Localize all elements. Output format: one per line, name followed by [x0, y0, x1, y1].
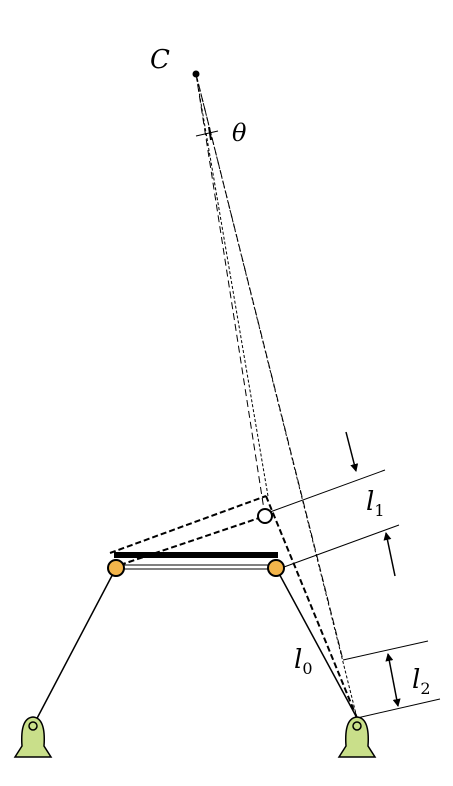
left-link [32, 567, 117, 727]
label-theta: θ [232, 119, 247, 147]
l2-arrow-up [385, 653, 394, 681]
ray-c-to-open-joint [195, 73, 266, 517]
label-l2: l2 [412, 665, 431, 698]
label-c: C [150, 45, 170, 75]
label-l0: l0 [294, 645, 313, 678]
right-link-l0 [275, 567, 358, 719]
l2-upper-extension [342, 640, 429, 661]
theta-tick [208, 126, 212, 141]
displaced-bottom-edge [119, 515, 266, 566]
l2-lower-extension [356, 698, 441, 719]
dimension-lines [195, 130, 441, 719]
displaced-right-link [265, 495, 358, 719]
label-l2-base: l [412, 665, 420, 695]
coupler-bar [114, 552, 278, 558]
label-l1-sub: 1 [374, 501, 384, 520]
open-joint [257, 508, 273, 524]
label-l0-base: l [294, 645, 302, 675]
label-l0-sub: 0 [302, 659, 312, 678]
links [32, 552, 358, 727]
l1-arrow-top [345, 431, 359, 472]
left-support-base [13, 716, 53, 758]
right-coupler-joint [267, 559, 285, 577]
l2-arrow-down [392, 679, 401, 707]
right-support-base [337, 716, 377, 758]
right-support-pin [352, 721, 362, 731]
left-support [13, 716, 53, 758]
label-l1: l1 [366, 487, 385, 520]
displaced-coupler [109, 495, 358, 719]
l1-lower-extension [283, 524, 400, 568]
left-coupler-joint [107, 559, 125, 577]
label-l1-base: l [366, 487, 374, 517]
ray-c-to-l0-end [195, 73, 344, 661]
left-support-pin [28, 721, 38, 731]
l1-upper-extension [269, 469, 386, 513]
theta-arc-mark [195, 130, 219, 137]
center-point-c [192, 70, 200, 78]
displaced-top-edge [109, 495, 267, 554]
l1-arrow-bottom [383, 532, 396, 577]
ray-c-to-upper-pivot [195, 73, 269, 497]
right-support [337, 716, 377, 758]
long-dashed-lines [195, 73, 344, 661]
label-l2-sub: 2 [420, 679, 430, 698]
dimension-arrows [345, 431, 401, 707]
